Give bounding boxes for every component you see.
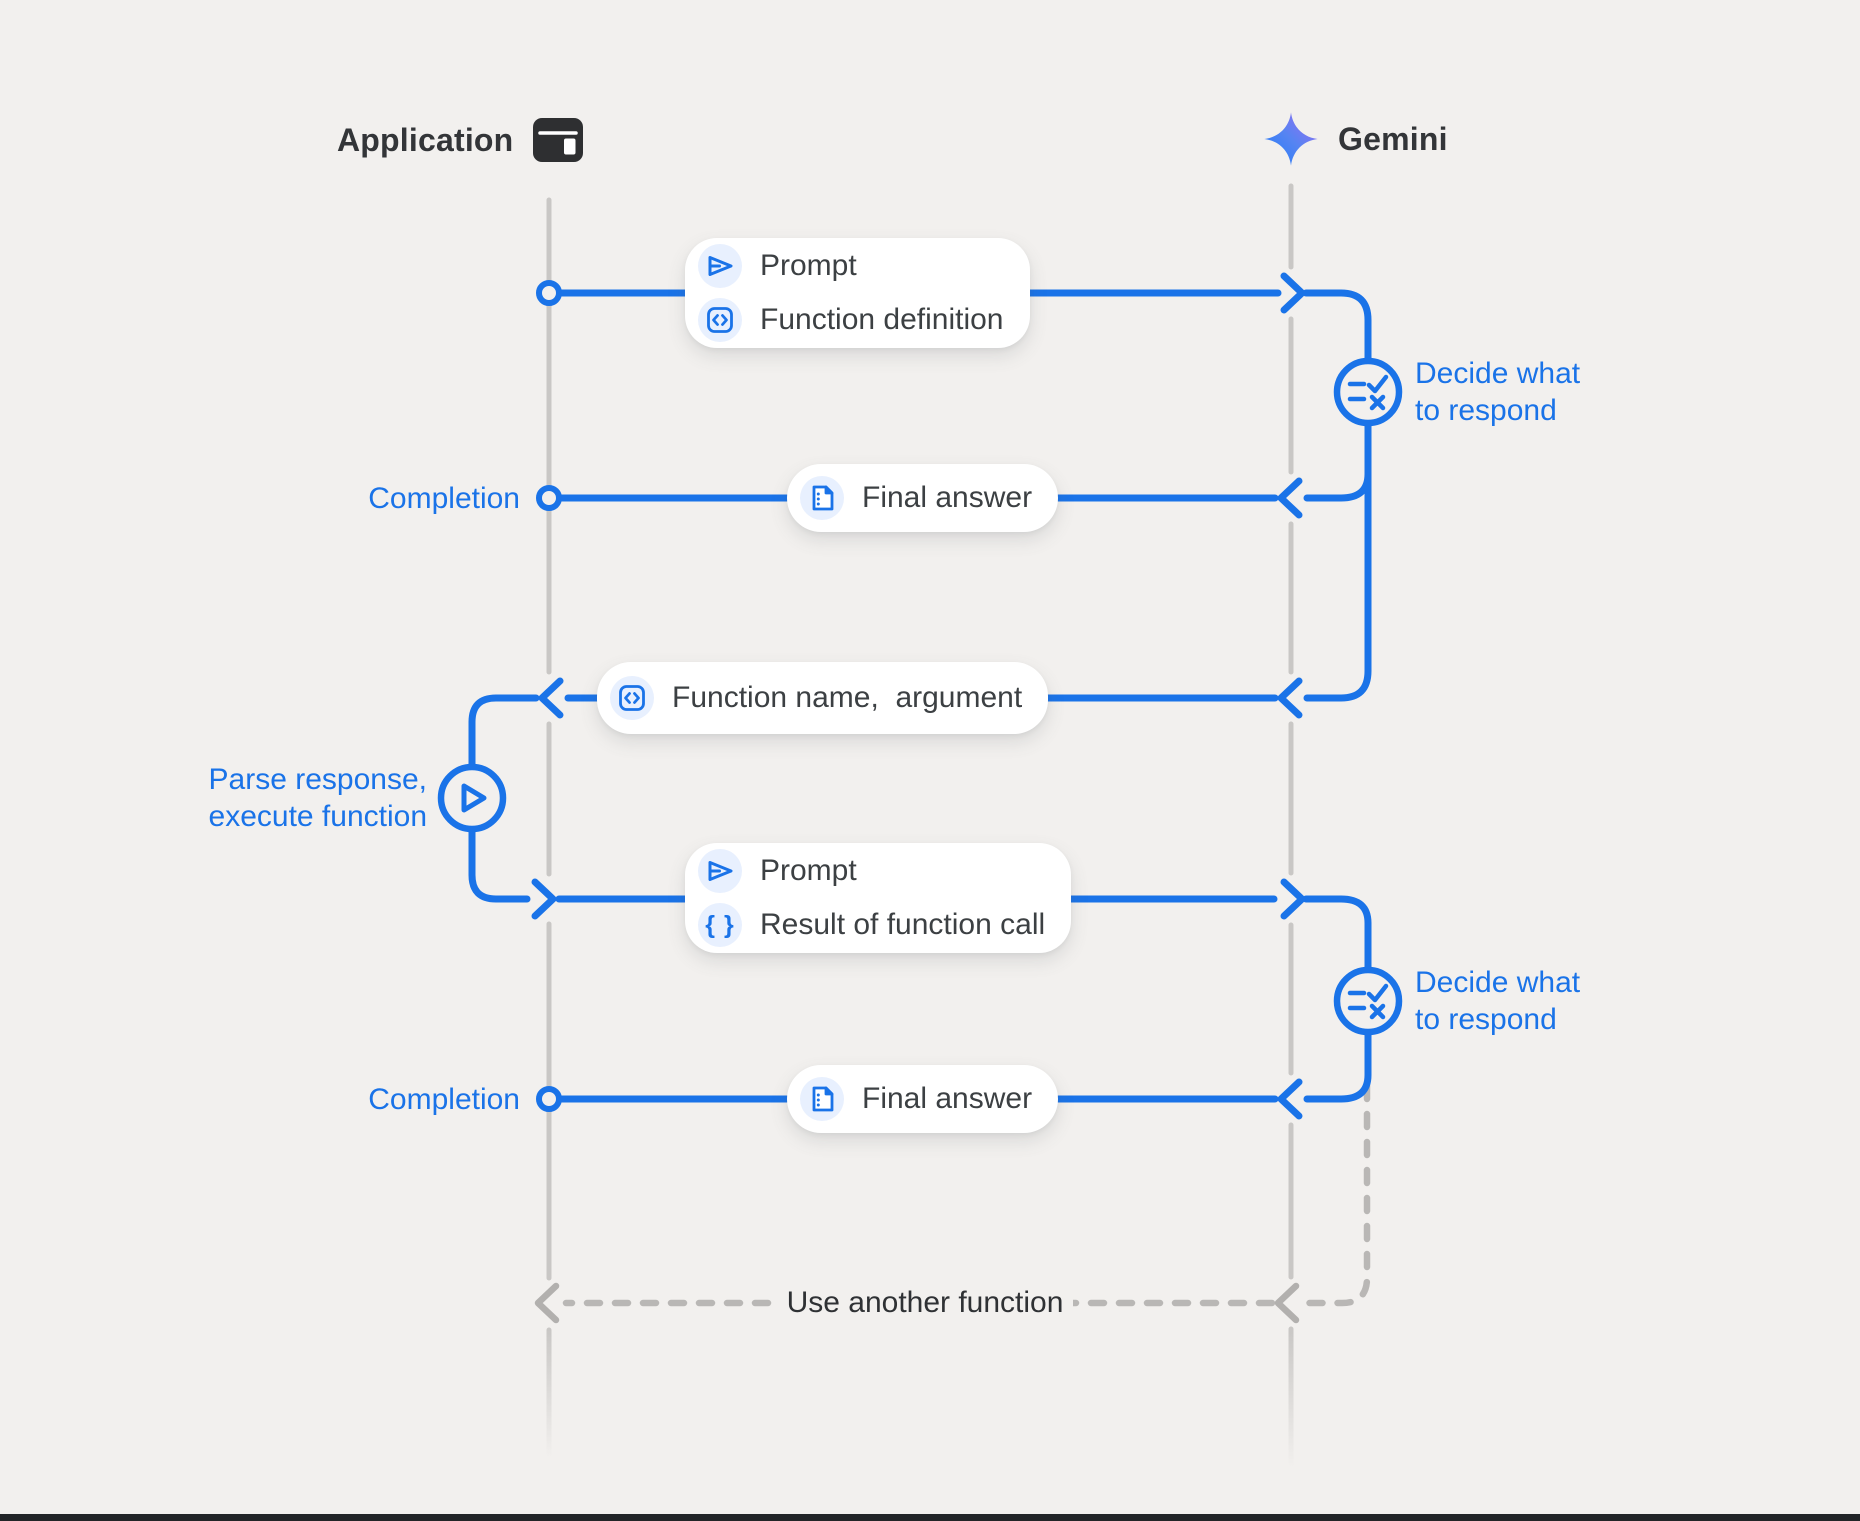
- bottom-edge-bar: [0, 1514, 1860, 1521]
- message-arrowheads: [531, 272, 1306, 1120]
- arrowhead-right: [1280, 272, 1306, 314]
- use-another-function-path: [562, 1082, 1371, 1307]
- start-ring: [536, 1086, 562, 1112]
- decide-icon: [1347, 374, 1389, 411]
- decide-node-1: [1333, 357, 1403, 427]
- start-ring: [536, 485, 562, 511]
- arrowhead-right: [1280, 878, 1306, 920]
- arrowhead-left: [1277, 1078, 1303, 1120]
- arrowhead-left: [538, 677, 564, 719]
- message-paths: [468, 289, 1372, 1103]
- arrowhead-left: [1277, 477, 1303, 519]
- arrowhead-left-gray: [534, 1282, 560, 1324]
- decide-node-2: [1333, 966, 1403, 1036]
- arrowhead-left-gray: [1274, 1282, 1300, 1324]
- start-rings: [536, 280, 562, 1112]
- start-ring: [536, 280, 562, 306]
- play-icon: [461, 783, 487, 813]
- arrowhead-right: [531, 878, 557, 920]
- use-another-arrowheads: [534, 1282, 1300, 1324]
- arrowhead-left: [1277, 677, 1303, 719]
- execute-node: [437, 763, 507, 833]
- decide-icon: [1347, 983, 1389, 1020]
